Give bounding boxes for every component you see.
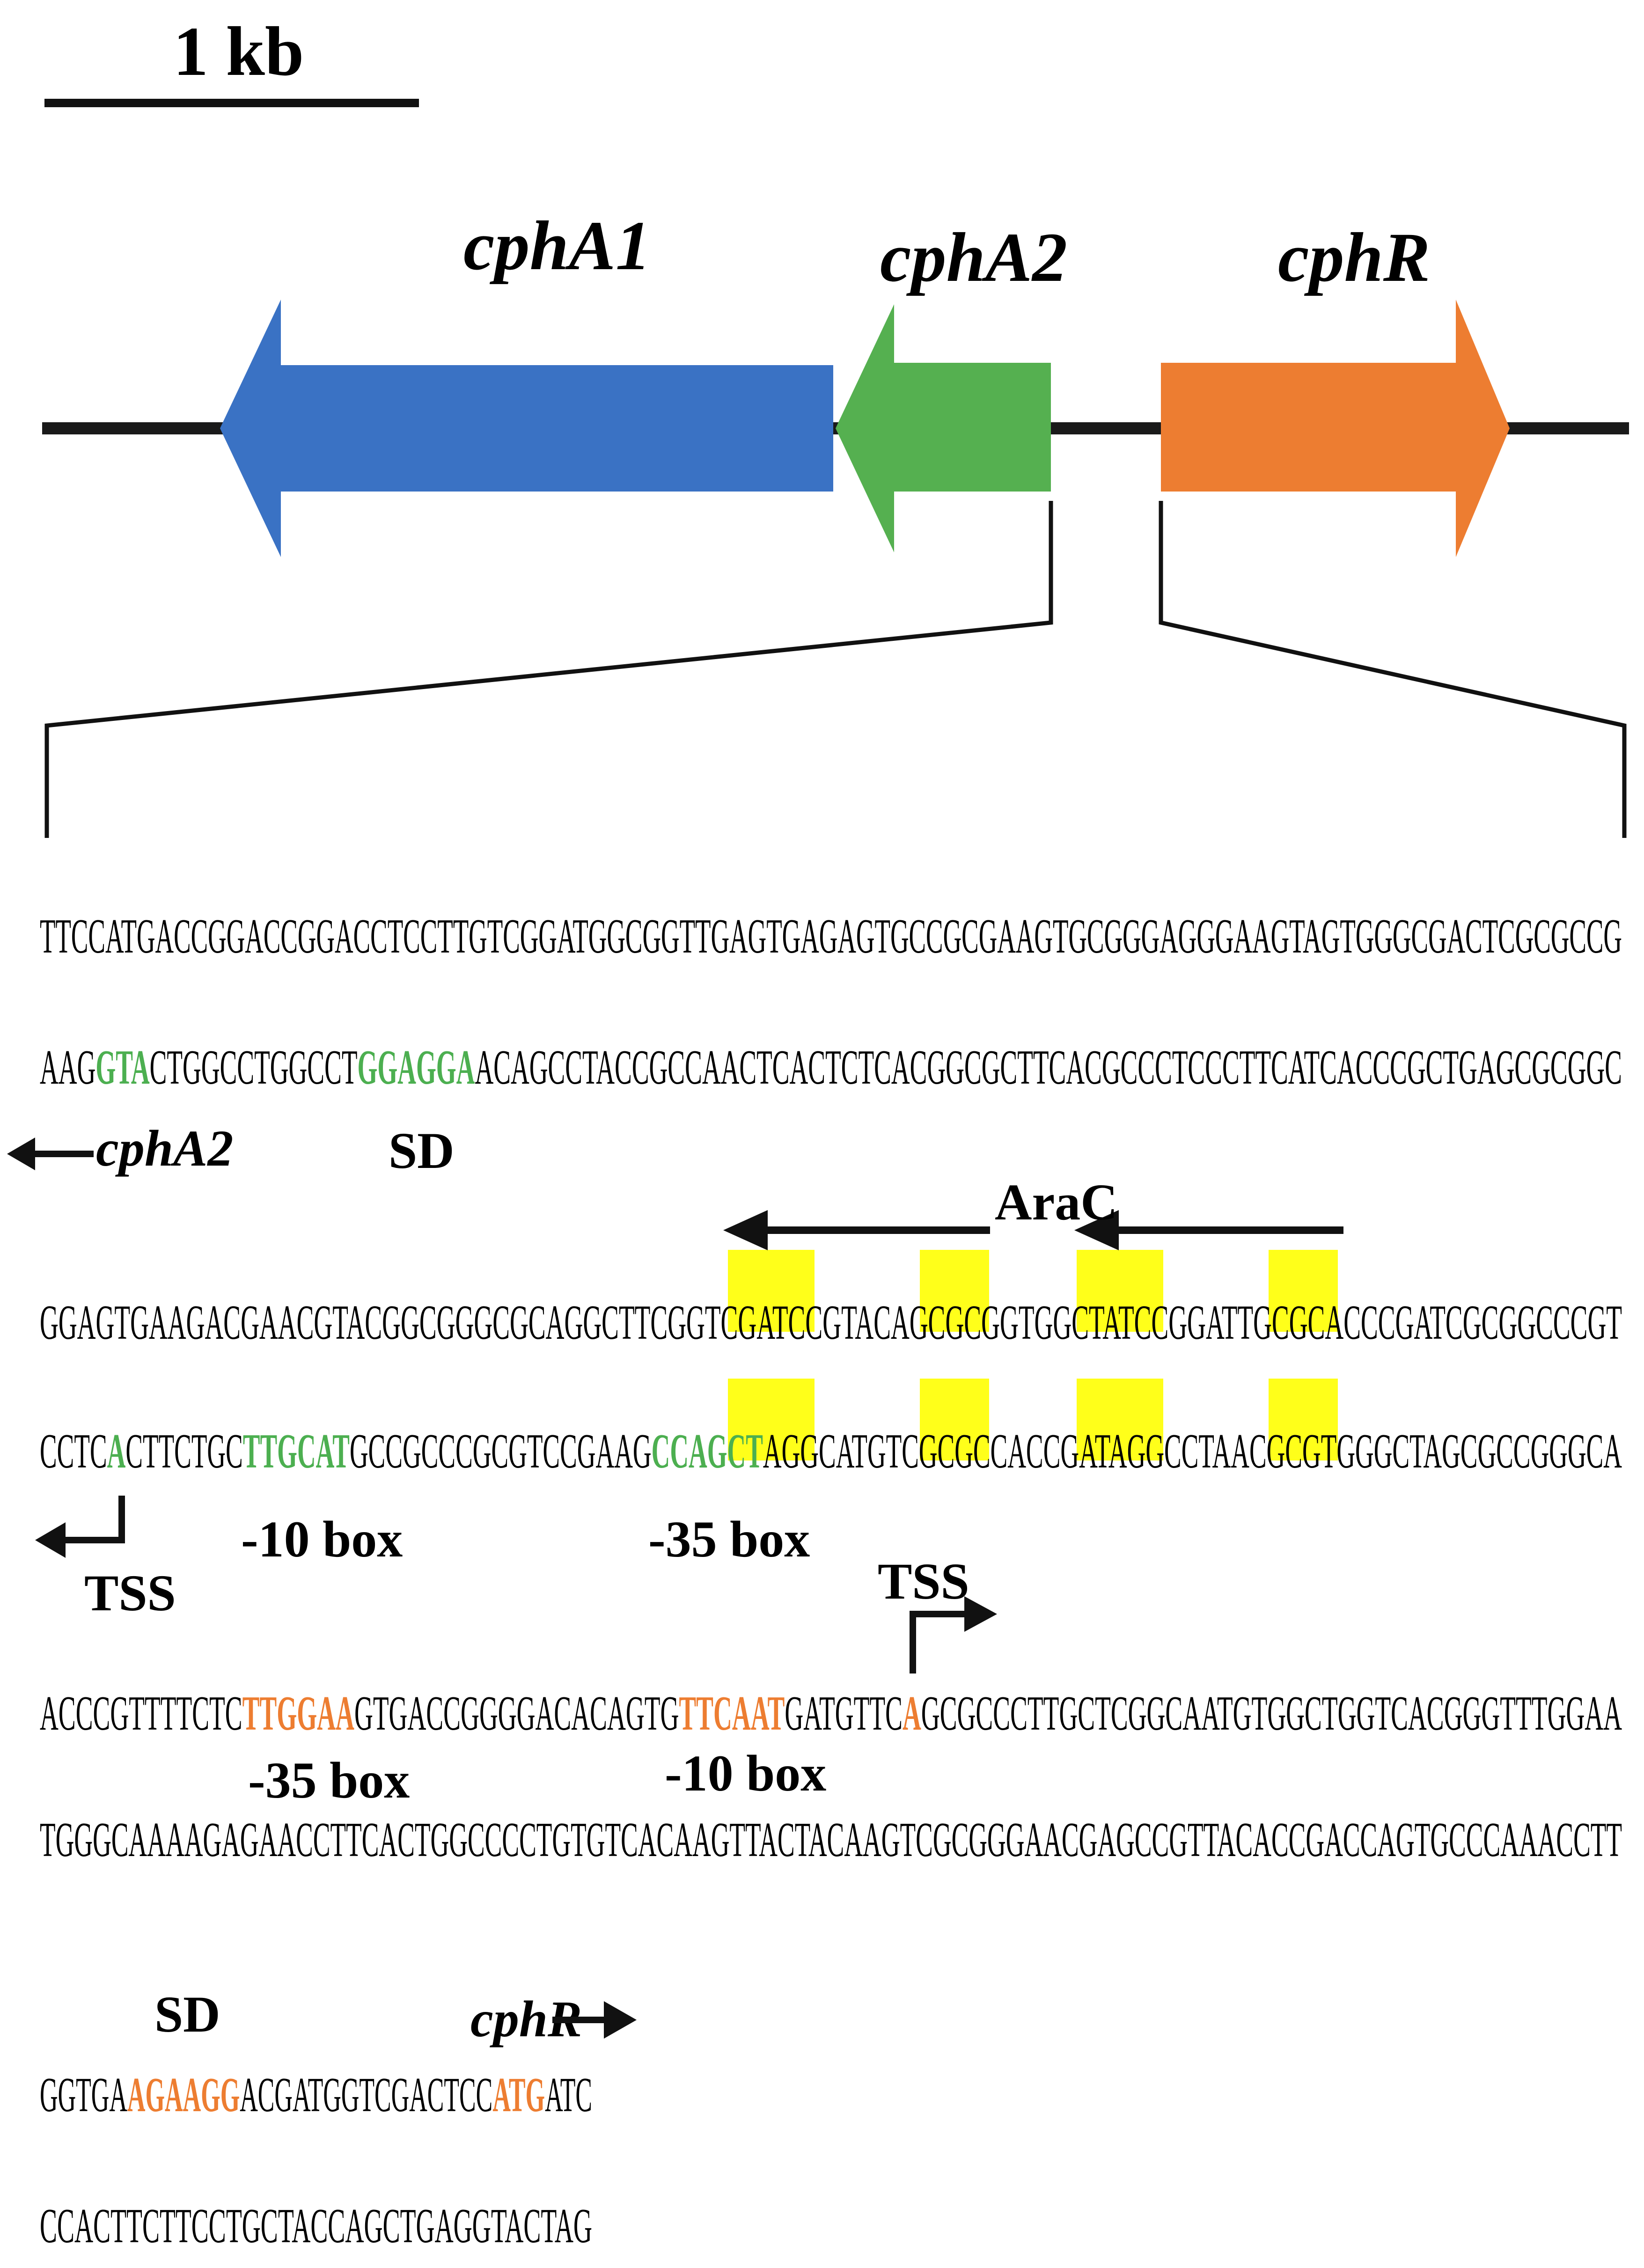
tss-left-label: TSS bbox=[84, 1564, 176, 1622]
seq5-minus35: TTGGAA bbox=[242, 1686, 354, 1740]
arac-arrow-right-head bbox=[1074, 1210, 1119, 1250]
minus10-right-label: -10 box bbox=[665, 1745, 826, 1802]
tss-right-arrowhead bbox=[964, 1596, 997, 1632]
sd-label-2: SD bbox=[154, 1986, 220, 2043]
seq2-motif-sd: GGAGGA bbox=[357, 1040, 475, 1094]
seq5-part4: GCGCCCTTGCTCGGCAATGTGGCTGGTCACGGGTTTGGAA bbox=[921, 1686, 1622, 1740]
gene-label-cphA2: cphA2 bbox=[880, 219, 1067, 296]
sd-label-1: SD bbox=[389, 1122, 455, 1179]
seq-line-8: CCACTTCTTCCTGCTACCAGCTGAGGTACTAG bbox=[40, 2198, 592, 2253]
seq7-part3: ATC bbox=[545, 2067, 592, 2122]
seq7-part2: ACGATGGTCGACTCC bbox=[240, 2067, 492, 2122]
zoom-connector-right bbox=[1159, 501, 1627, 838]
minus10-left-label: -10 box bbox=[241, 1511, 403, 1568]
seq4-part1: CCTC bbox=[40, 1424, 107, 1478]
seq5-part3: GATGTTC bbox=[785, 1686, 903, 1740]
seq4-minus35: CCAGCT bbox=[652, 1424, 763, 1478]
seq4-part3: GCCGCCCGCGTCCGAAG bbox=[350, 1424, 652, 1478]
seq7-sd: AGAAGG bbox=[127, 2067, 240, 2122]
seq-line-2: AAGGTACTGGCCTGGCCTGGAGGAACAGCCTACCGCCAAC… bbox=[40, 1040, 1622, 1094]
seq2-part3: ACAGCCTACCGCCAACTCACTCTCACGGCGCTTCACGCCC… bbox=[475, 1040, 1622, 1094]
arac-binding-highlights bbox=[728, 1250, 1338, 1461]
minus35-left-label: -35 box bbox=[648, 1511, 810, 1568]
cphR-direction-arrowhead bbox=[604, 2001, 637, 2039]
tss-right-label: TSS bbox=[878, 1553, 969, 1610]
gene-arrow-cphA1 bbox=[220, 300, 833, 557]
seq5-minus10: TTCAAT bbox=[679, 1686, 785, 1740]
zoom-connector-left bbox=[44, 501, 1053, 838]
seq2-motif-start: GTA bbox=[95, 1040, 149, 1094]
gene-arrow-cphA2 bbox=[836, 304, 1051, 552]
seq-line-5: ACCCGTTTTCTCTTGGAAGTGACCGGGGACACAGTGTTCA… bbox=[40, 1686, 1622, 1740]
seq-line-6: TGGGCAAAAGAGAACCTTCACTGGCCCCTGTGTCACAAGT… bbox=[40, 1812, 1622, 1867]
tss-left-arrow bbox=[51, 1496, 125, 1543]
seq-line-1: TTCCATGACCGGACCGGACCTCCTTGTCGGATGGCGGTTG… bbox=[40, 909, 1622, 963]
arac-arrow-left-head bbox=[723, 1210, 768, 1250]
scale-bar-label: 1 kb bbox=[173, 13, 304, 90]
seq-line-7: GGTGAAGAAGGACGATGGTCGACTCCATGATC bbox=[40, 2067, 592, 2122]
cphA2-arrow-label: cphA2 bbox=[96, 1120, 233, 1177]
seq4-part4: AGGCATGTCGCGCCACCGATAGGCCTAACGCGTGGGCTAG… bbox=[763, 1424, 1622, 1478]
seq5-tss: A bbox=[903, 1686, 921, 1740]
seq2-part2: CTGGCCTGGCCT bbox=[150, 1040, 358, 1094]
gene-label-cphA1: cphA1 bbox=[463, 207, 651, 285]
seq5-part2: GTGACCGGGGACACAGTG bbox=[354, 1686, 679, 1740]
seq4-tss: A bbox=[107, 1424, 126, 1478]
seq2-part1: AAG bbox=[40, 1040, 95, 1094]
gene-arrow-cphR bbox=[1161, 300, 1510, 557]
seq7-part1: GGTGA bbox=[40, 2067, 127, 2122]
arac-label: AraC bbox=[995, 1174, 1118, 1231]
tss-left-arrowhead bbox=[35, 1522, 66, 1558]
cphA2-direction-arrowhead bbox=[7, 1138, 35, 1170]
seq5-part1: ACCCGTTTTCTC bbox=[40, 1686, 242, 1740]
seq-line-4: CCTCACTTCTGCTTGCATGCCGCCCGCGTCCGAAGCCAGC… bbox=[40, 1424, 1622, 1478]
seq4-part2: CTTCTGC bbox=[125, 1424, 243, 1478]
gene-label-cphR: cphR bbox=[1278, 219, 1430, 296]
seq4-minus10: TTGCAT bbox=[243, 1424, 350, 1478]
seq7-start-codon: ATG bbox=[492, 2067, 545, 2122]
minus35-right-label: -35 box bbox=[248, 1752, 410, 1809]
tss-right-arrow bbox=[910, 1611, 969, 1673]
seq-line-3: GGAGTGAAGACGAACGTACGGCGGGCGCAGGCTTCGGTCG… bbox=[40, 1295, 1622, 1350]
